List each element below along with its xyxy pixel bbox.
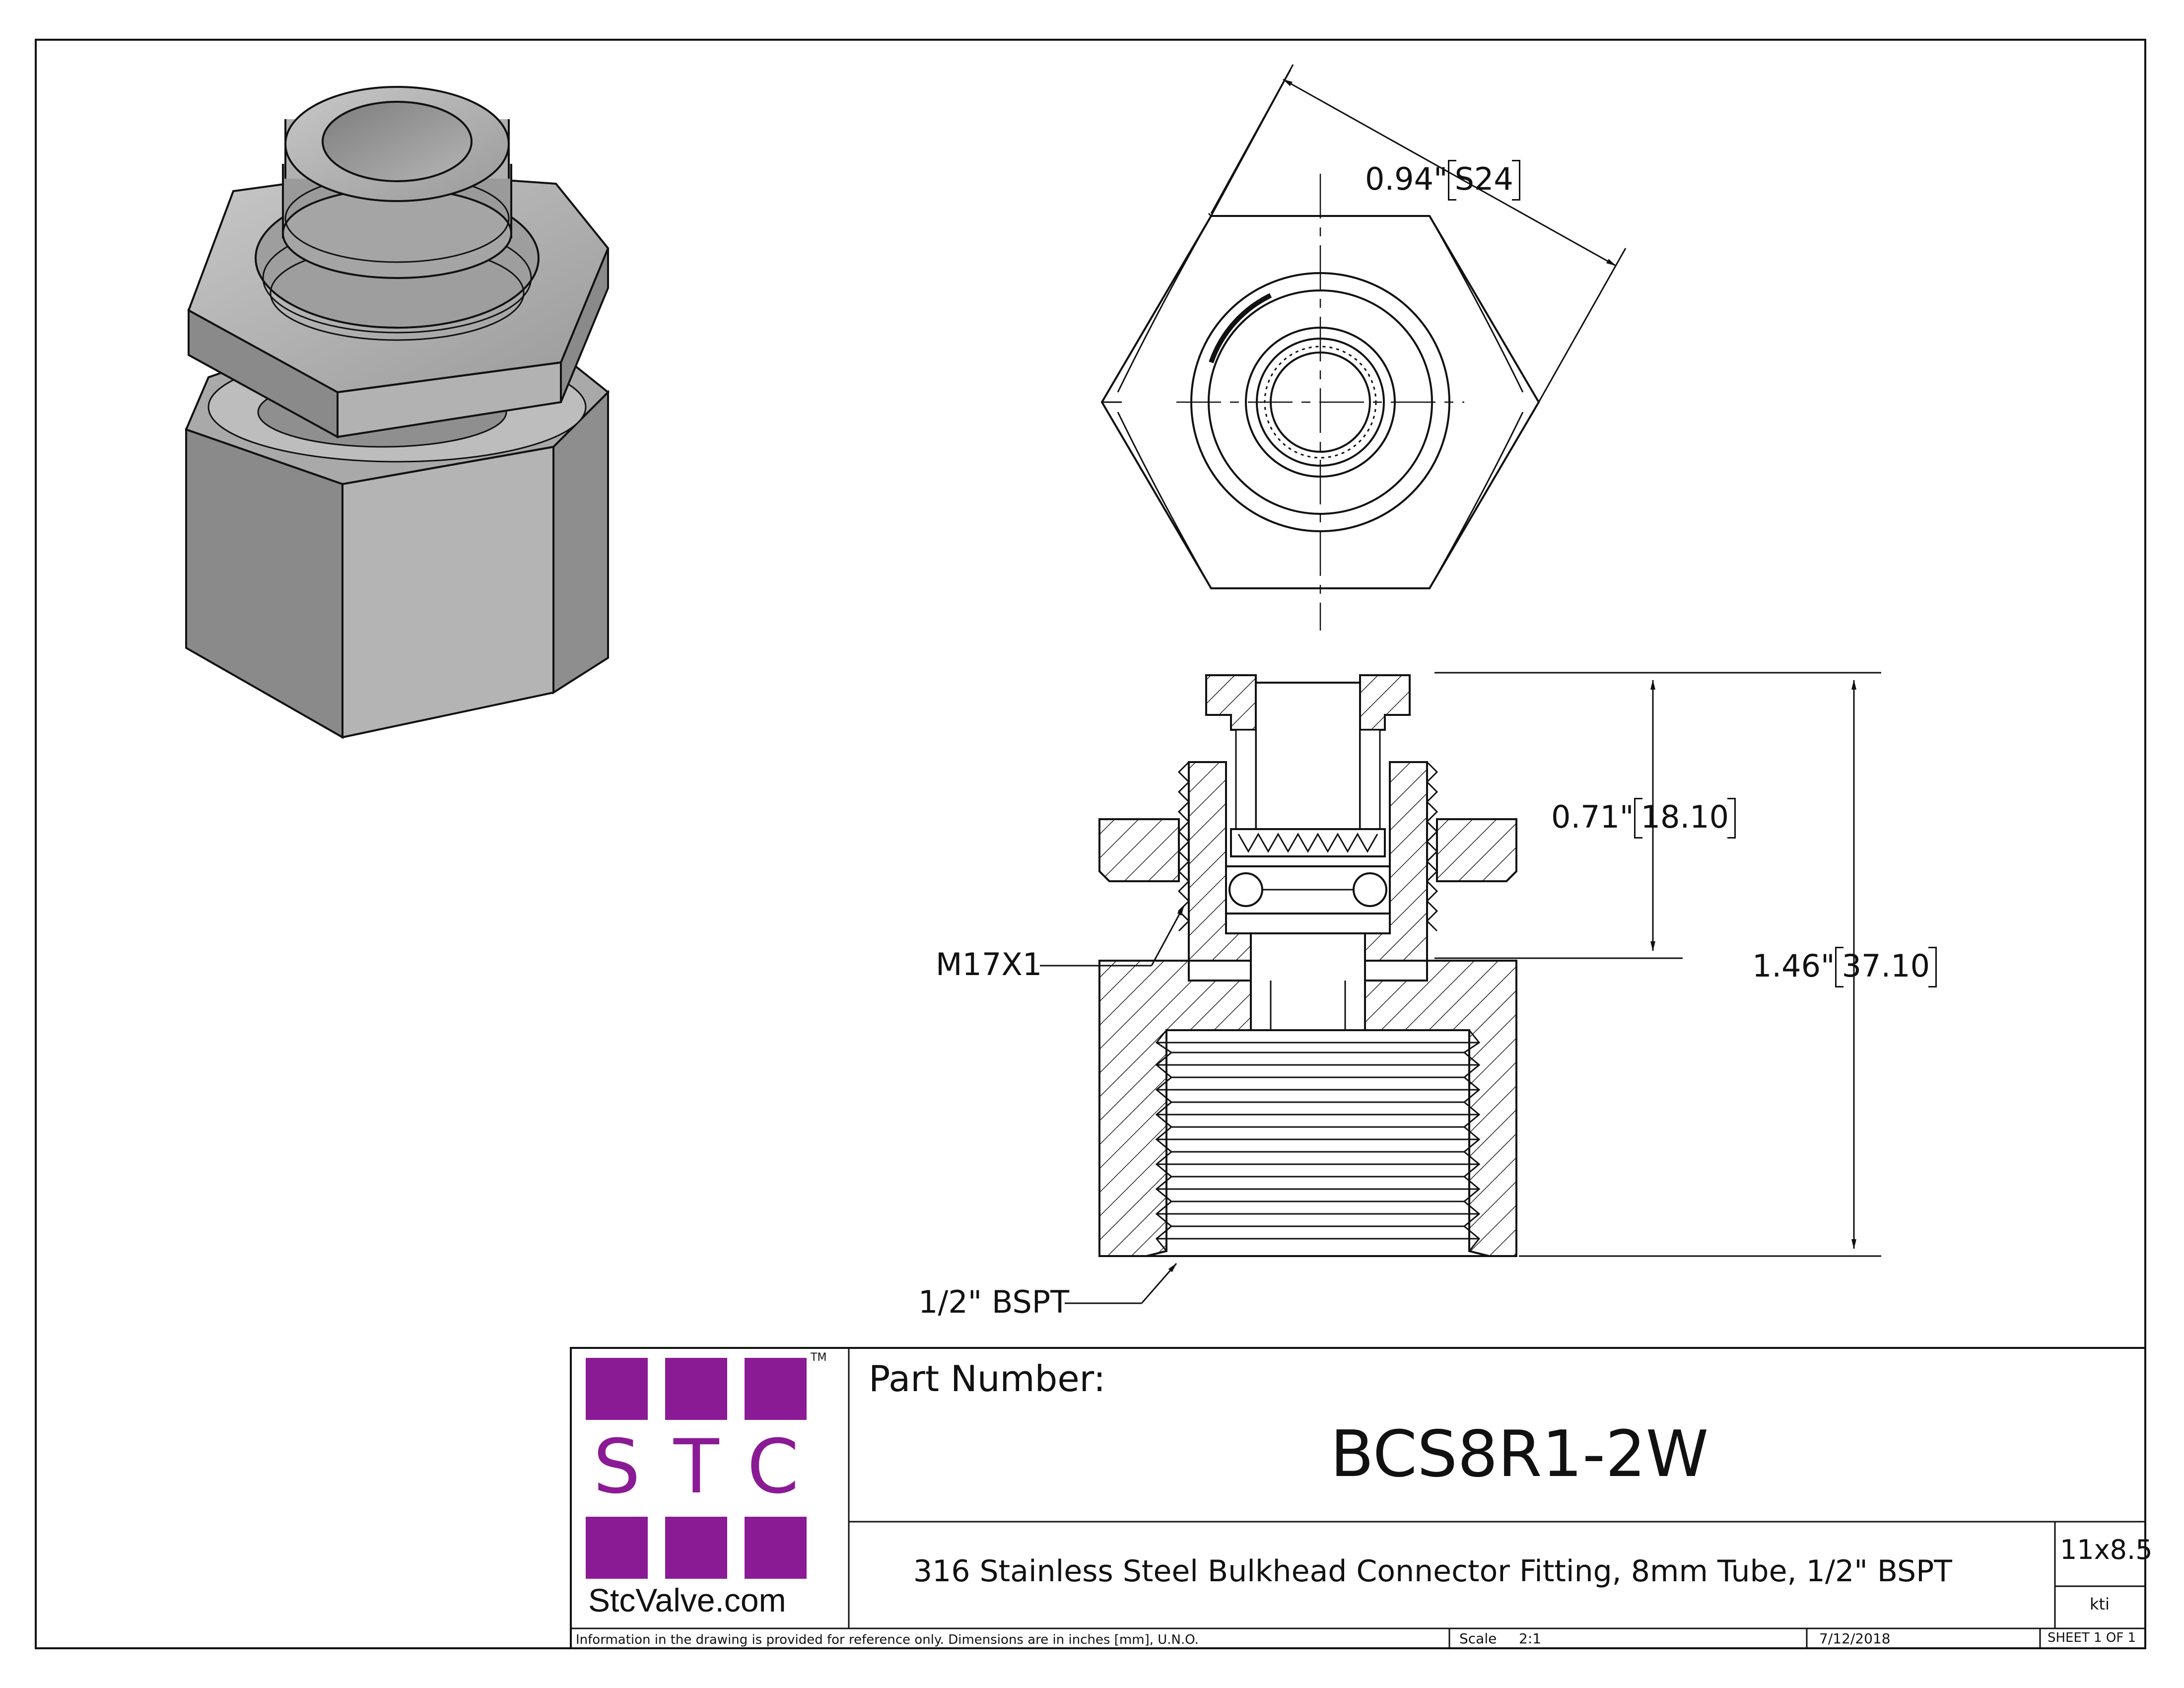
isometric-view	[185, 86, 610, 739]
dim-across-flats-inch: 0.94"	[1365, 161, 1448, 197]
section-nut-right	[1436, 818, 1517, 882]
dim-upper-length: 0.71"18.10	[1551, 798, 1736, 839]
section-body-left	[1098, 960, 1252, 1257]
section-stem-left	[1188, 761, 1252, 962]
top-view	[1100, 64, 1627, 631]
logo-letter-c: C	[747, 1424, 799, 1510]
logo-square	[745, 1517, 807, 1579]
section-collet-left	[1205, 674, 1257, 731]
iso-bore	[322, 101, 473, 182]
stc-logo-mark	[586, 1358, 807, 1579]
dim-across-flats: 0.94"S24	[1365, 160, 1521, 201]
sheet-number: SHEET 1 OF 1	[2048, 1630, 2136, 1645]
iso-body-front-face	[341, 445, 554, 739]
logo-square	[665, 1517, 727, 1579]
section-body-right	[1364, 960, 1517, 1257]
dim-upper-length-mm: 18.10	[1634, 798, 1736, 839]
section-m17-thread-right	[1426, 761, 1438, 932]
dim-overall-length-inch: 1.46"	[1752, 948, 1835, 984]
af-extension-left	[1210, 64, 1294, 214]
section-neck	[1250, 932, 1366, 1031]
disclaimer: Information in the drawing is provided f…	[576, 1632, 1199, 1647]
section-nut-left	[1098, 818, 1180, 882]
logo-square	[586, 1517, 648, 1579]
part-number: BCS8R1-2W	[1330, 1417, 1709, 1491]
logo-square	[665, 1358, 727, 1420]
af-dim-line	[1283, 78, 1616, 267]
logo-trademark: TM	[811, 1351, 827, 1364]
drawn-by: kti	[2090, 1595, 2110, 1614]
section-view	[1040, 672, 1881, 1304]
section-tube-sleeve	[1255, 682, 1361, 833]
section-m17-thread-left	[1177, 761, 1190, 932]
part-description: 316 Stainless Steel Bulkhead Connector F…	[913, 1554, 1952, 1589]
logo-square	[586, 1358, 648, 1420]
part-number-label: Part Number:	[869, 1358, 1106, 1400]
drawing-date: 7/12/2018	[1819, 1630, 1891, 1647]
sheet-size: 11x8.5	[2060, 1534, 2153, 1565]
section-oring-left	[1228, 872, 1263, 907]
logo-letter-s: S	[593, 1424, 641, 1510]
af-extension-right	[1538, 248, 1627, 403]
dim-across-flats-mm: S24	[1447, 160, 1521, 201]
section-bspt-thread	[1155, 1030, 1481, 1252]
section-stem-right	[1364, 761, 1428, 962]
logo-letter-t: T	[674, 1424, 719, 1510]
logo-square	[745, 1358, 807, 1420]
scale-value: 2:1	[1519, 1630, 1542, 1647]
title-block-frame	[570, 1347, 2146, 1649]
dim-overall-length: 1.46"37.10	[1752, 947, 1937, 987]
callout-bspt: 1/2" BSPT	[918, 1284, 1070, 1320]
section-collet-right	[1359, 674, 1411, 731]
dim-overall-length-mm: 37.10	[1835, 947, 1937, 987]
callout-m17x1: M17X1	[936, 946, 1042, 983]
section-oring-right	[1353, 872, 1387, 907]
scale-label: Scale	[1459, 1630, 1497, 1647]
logo-website: StcValve.com	[588, 1582, 786, 1618]
dim-upper-length-inch: 0.71"	[1551, 799, 1634, 835]
